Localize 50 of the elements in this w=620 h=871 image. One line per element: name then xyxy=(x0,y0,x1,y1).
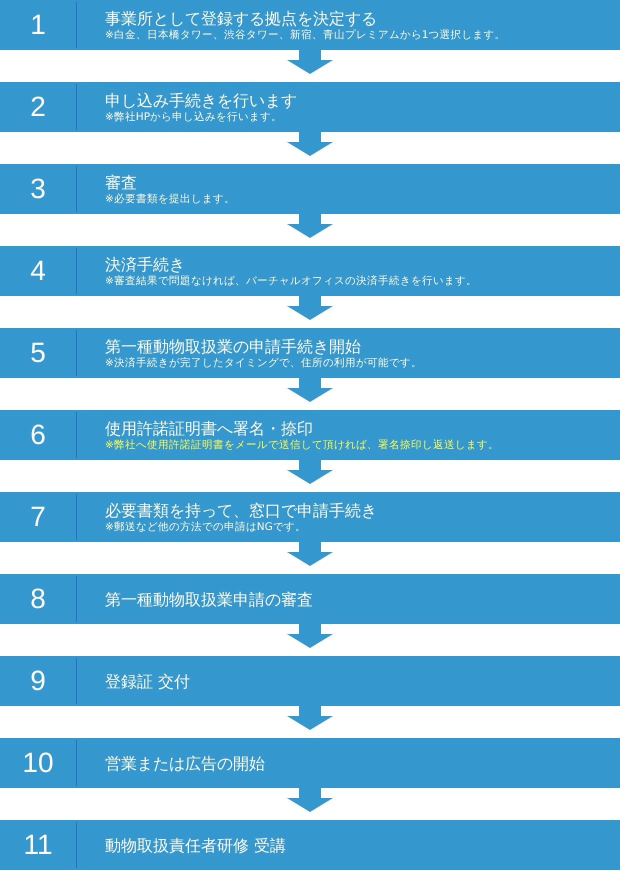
step-box xyxy=(0,164,620,214)
step-note: ※必要書類を提出します。 xyxy=(105,192,236,206)
step-number: 2 xyxy=(29,90,47,124)
step-note: ※弊社HPから申し込みを行います。 xyxy=(105,110,284,124)
step-title: 登録証 交付 xyxy=(105,672,192,690)
step-note: ※郵送など他の方法での申請はNGです。 xyxy=(105,520,307,534)
arrow xyxy=(287,540,333,566)
step-title: 審査 xyxy=(105,172,138,192)
step-number: 11 xyxy=(22,828,54,862)
step-number: 9 xyxy=(29,664,47,698)
arrow xyxy=(287,622,333,648)
step-title: 必要書類を持って、窓口で申請手続き xyxy=(105,500,378,520)
step-title: 申し込み手続きを行います xyxy=(105,90,298,110)
step-note: ※決済手続きが完了したタイミングで、住所の利用が可能です。 xyxy=(105,356,423,370)
arrow xyxy=(287,786,333,812)
step-box xyxy=(0,328,620,378)
step-note: ※白金、日本橋タワー、渋谷タワー、新宿、青山プレミアムから1つ選択します。 xyxy=(105,28,506,42)
arrow xyxy=(287,294,333,320)
step-box xyxy=(0,738,620,788)
step-title: 第一種動物取扱業申請の審査 xyxy=(105,590,314,608)
step-number: 1 xyxy=(29,8,47,42)
step-box xyxy=(0,410,620,460)
arrow xyxy=(287,376,333,402)
step-number: 3 xyxy=(29,172,47,206)
step-title: 使用許諾証明書へ署名・捺印 xyxy=(105,418,314,438)
step-box xyxy=(0,820,620,870)
step-box xyxy=(0,656,620,706)
arrow xyxy=(287,458,333,484)
step-title: 事業所として登録する拠点を決定する xyxy=(105,8,378,28)
arrow xyxy=(287,212,333,238)
step-note: ※弊社へ使用許諾証明書をメールで送信して頂ければ、署名捺印し返送します。 xyxy=(105,438,500,452)
step-number: 10 xyxy=(21,746,55,780)
step-box xyxy=(0,574,620,624)
step-title: 営業または広告の開始 xyxy=(105,754,266,772)
step-box xyxy=(0,82,620,132)
arrow xyxy=(287,48,333,74)
step-box xyxy=(0,0,620,50)
step-box xyxy=(0,246,620,296)
step-number: 8 xyxy=(29,582,47,616)
step-title: 動物取扱責任者研修 受講 xyxy=(105,836,288,854)
step-number: 7 xyxy=(29,500,47,534)
step-title: 第一種動物取扱業の申請手続き開始 xyxy=(105,336,362,356)
step-box xyxy=(0,492,620,542)
step-number: 5 xyxy=(29,336,47,370)
step-number: 4 xyxy=(29,254,47,288)
step-note: ※審査結果で問題なければ、バーチャルオフィスの決済手続きを行います。 xyxy=(105,274,478,288)
step-number: 6 xyxy=(29,418,47,452)
arrow xyxy=(287,130,333,156)
step-title: 決済手続き xyxy=(105,254,186,274)
arrow xyxy=(287,704,333,730)
